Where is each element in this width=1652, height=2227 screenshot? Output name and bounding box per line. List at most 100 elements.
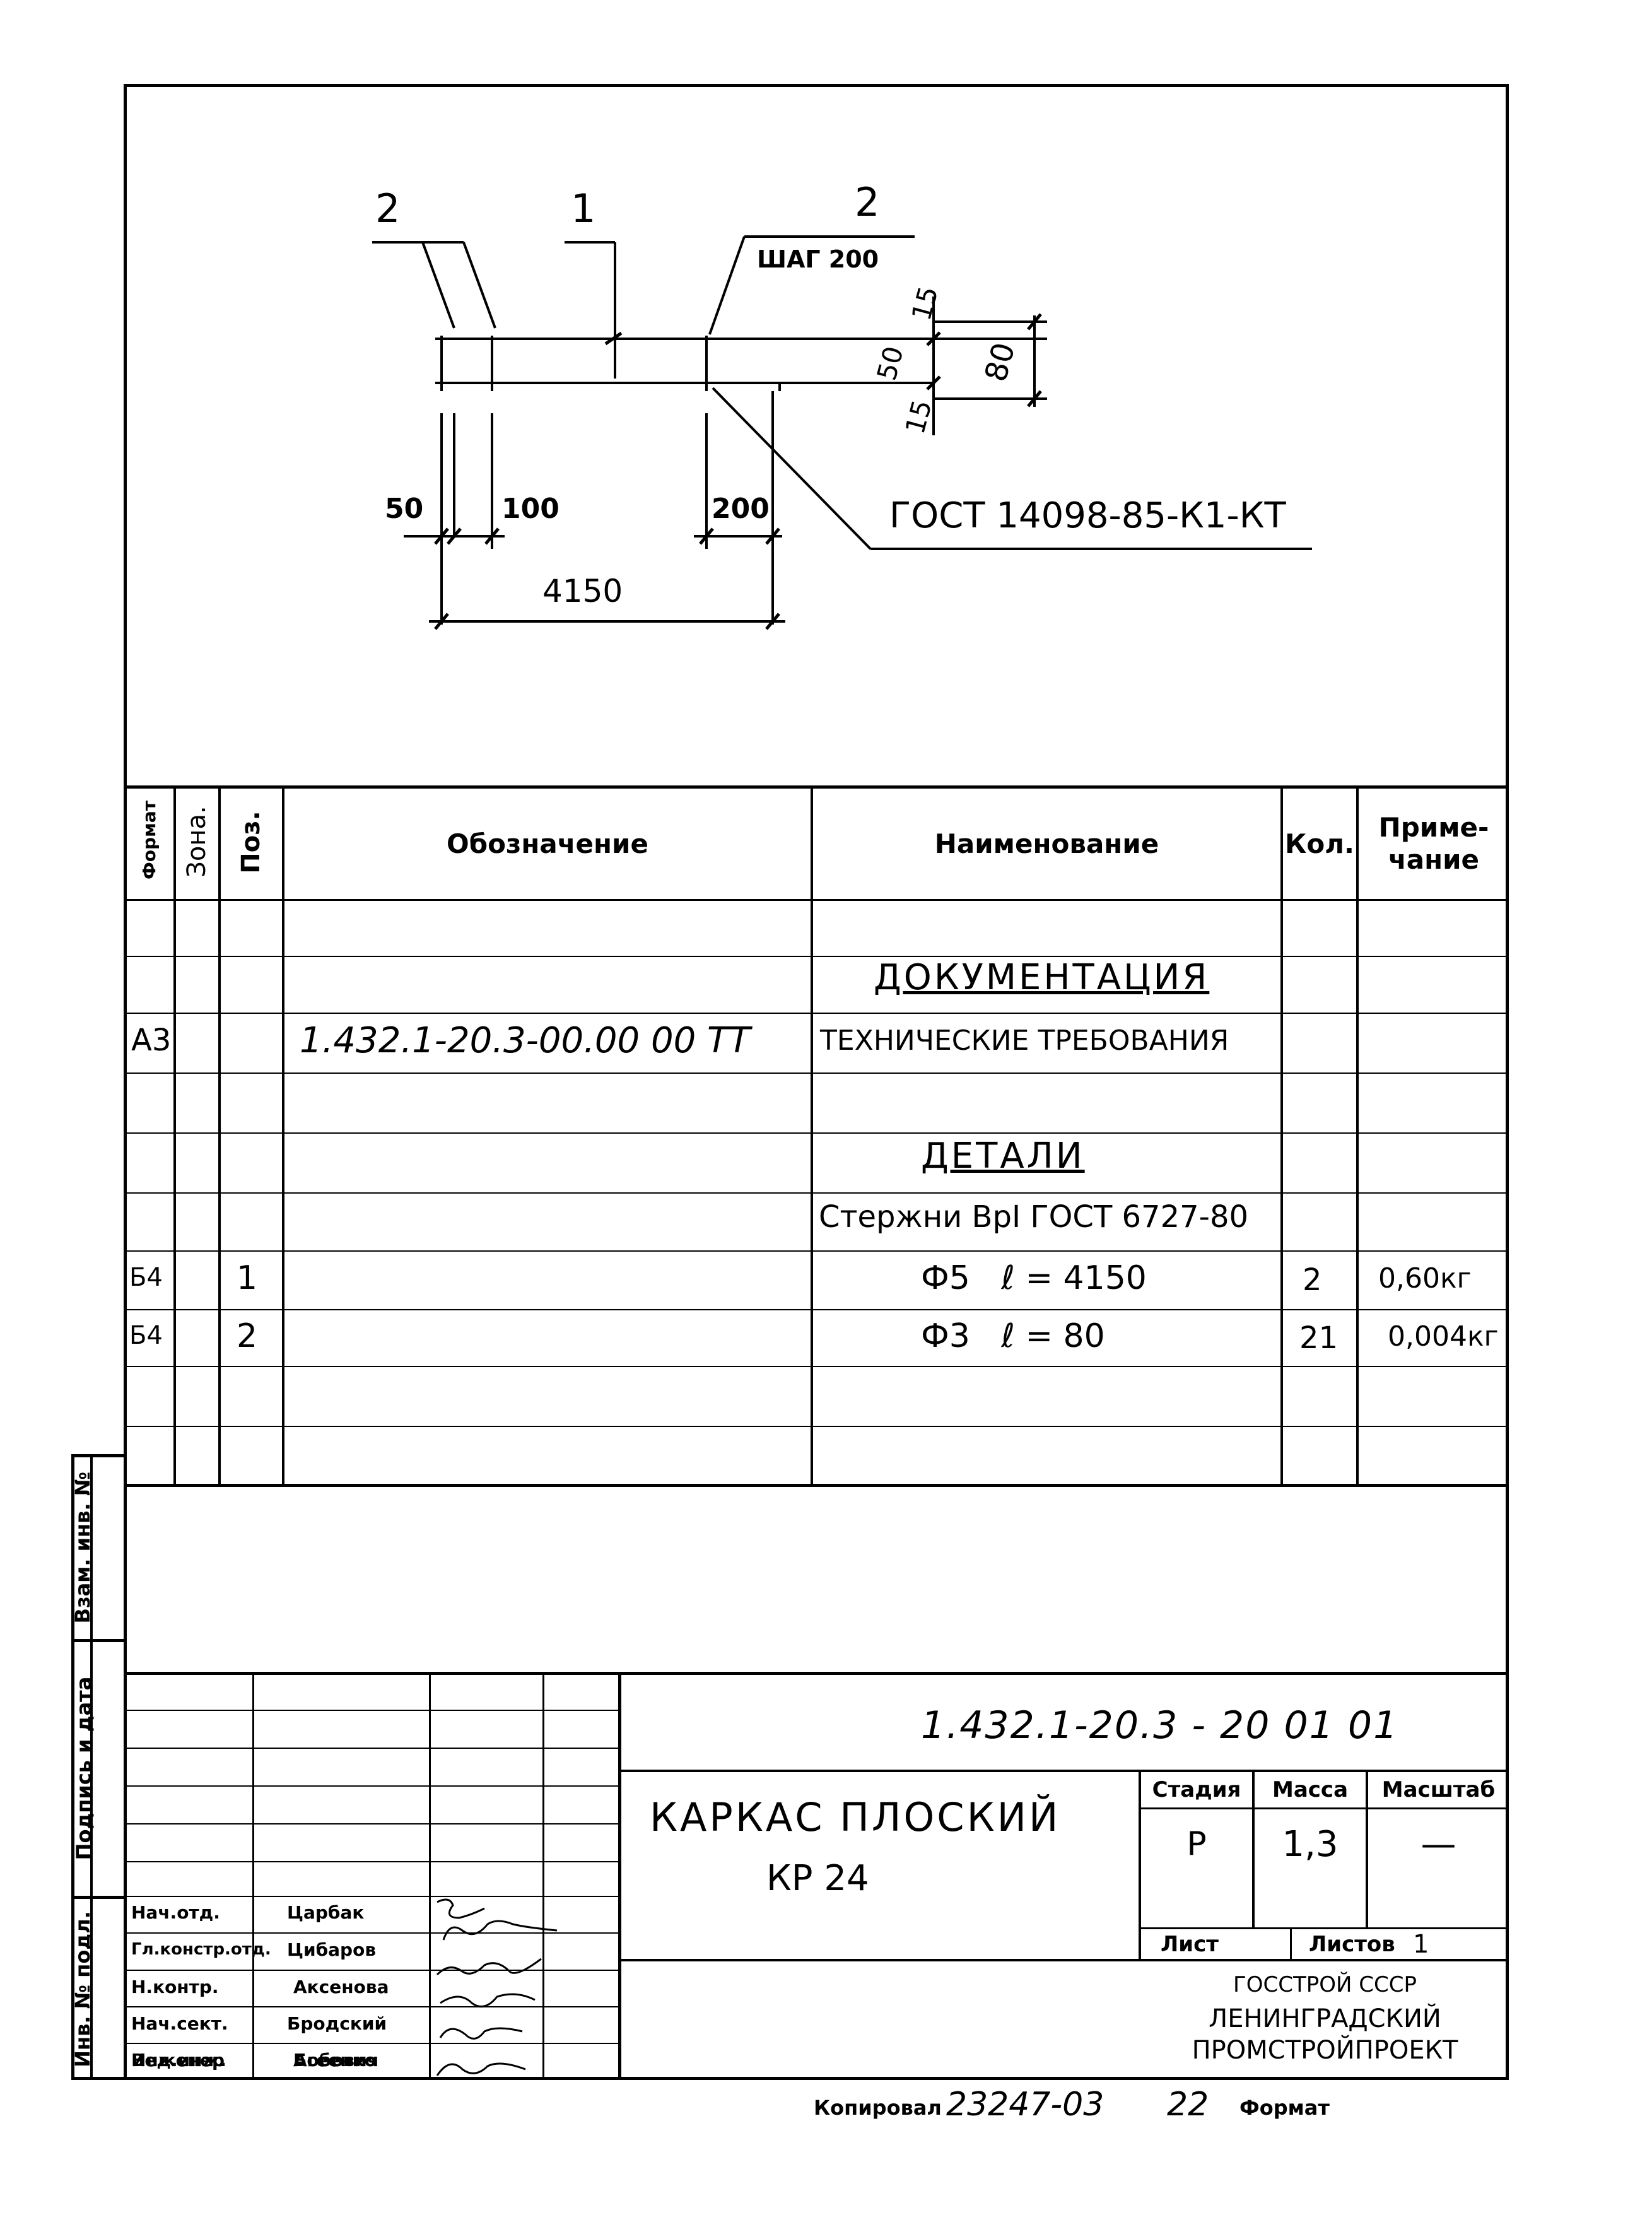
spec-row-line — [124, 1309, 1509, 1310]
mass-value: 1,3 — [1282, 1823, 1339, 1865]
header-note: Приме-чание — [1359, 789, 1509, 899]
sig-row-line — [124, 2006, 618, 2007]
spec-row-line — [124, 1192, 1509, 1194]
title-line — [1252, 1770, 1255, 1927]
doc-number: 1.432.1-20.3 - 20 01 01 — [921, 1703, 1399, 1748]
sheets-value: 1 — [1413, 1930, 1429, 1959]
title-line-2: КР 24 — [766, 1858, 869, 1899]
header-pos: Поз. — [237, 811, 266, 874]
sig-name: Бобович — [293, 2050, 379, 2071]
sig-row-line — [124, 1896, 618, 1897]
mass-label: Масса — [1272, 1777, 1349, 1802]
title-divider — [618, 1672, 621, 2080]
sig-role: Нач.сект. — [131, 2013, 228, 2034]
row-note: 0,004кг — [1388, 1320, 1499, 1353]
sig-row-line — [124, 1861, 618, 1862]
signatures-handwritten — [436, 1898, 558, 2076]
spec-top-line — [124, 785, 1509, 789]
sig-col-line — [542, 1672, 544, 2080]
dim-4150: 4150 — [542, 573, 623, 609]
sig-row-last: Инженер Бобович — [124, 2043, 618, 2080]
title-line — [1139, 1959, 1509, 1961]
pos-label-middle: 1 — [571, 185, 596, 232]
sig-name: Цибаров — [287, 1939, 377, 1960]
header-designation: Обозначение — [447, 828, 648, 859]
sig-name: Аксенова — [293, 1977, 389, 1997]
side-stamp-line — [71, 1639, 127, 1642]
org-line-2: ЛЕНИНГРАДСКИЙ — [1209, 2004, 1441, 2033]
row-format: Б4 — [129, 1321, 163, 1350]
sheet-label: Лист — [1161, 1932, 1219, 1957]
org-line-3: ПРОМСТРОЙПРОЕКТ — [1192, 2035, 1458, 2065]
dim-80: 80 — [978, 339, 1022, 385]
sig-name: Царбак — [287, 1902, 365, 1923]
row-pos: 2 — [237, 1317, 258, 1355]
spec-col-line — [811, 785, 813, 1486]
sig-role: Н.контр. — [131, 1977, 219, 1997]
step-note: ШАГ 200 — [757, 245, 879, 273]
sig-row-line — [124, 1785, 618, 1787]
sig-row-line — [124, 1932, 618, 1934]
row-name: Ф5 ℓ = 4150 — [921, 1259, 1147, 1297]
row-format: А3 — [131, 1023, 172, 1058]
row-designation: 1.432.1-20.3-00.00 00 ТТ — [300, 1020, 751, 1061]
side-stamp-divider — [90, 1454, 93, 2080]
org-line-1: ГОССТРОЙ СССР — [1233, 1971, 1417, 1997]
title-line — [1366, 1770, 1368, 1927]
row-qty: 21 — [1299, 1320, 1339, 1356]
stage-value: Р — [1186, 1825, 1207, 1863]
spec-row-line — [124, 1132, 1509, 1134]
spec-col-line — [218, 785, 221, 1486]
spec-row-line — [124, 1072, 1509, 1074]
sig-row-line — [124, 1970, 618, 1971]
spec-col-line — [282, 785, 284, 1486]
sig-row-line — [124, 1823, 618, 1824]
row-format: Б4 — [129, 1263, 163, 1292]
side-stamp-line — [71, 1896, 127, 1899]
title-line — [618, 1770, 1509, 1772]
scale-value: — — [1421, 1823, 1456, 1865]
dim-200: 200 — [712, 493, 770, 525]
spec-row-line — [124, 1013, 1509, 1014]
row-qty: 2 — [1303, 1262, 1322, 1298]
title-line — [1290, 1927, 1292, 1959]
scale-label: Масштаб — [1381, 1777, 1496, 1802]
title-line-1: КАРКАС ПЛОСКИЙ — [650, 1794, 1061, 1840]
title-top-line — [124, 1672, 1509, 1675]
reinforcement-drawing — [372, 235, 1312, 630]
spec-row-line — [124, 956, 1509, 957]
dim-50: 50 — [385, 493, 424, 525]
title-line — [618, 1959, 1509, 1961]
spec-bottom-line — [124, 1484, 1509, 1487]
section-documentation: ДОКУМЕНТАЦИЯ — [874, 957, 1210, 998]
header-name: Наименование — [934, 828, 1159, 859]
header-note-text: Приме-чание — [1378, 812, 1489, 875]
vzam-inv-label: Взам. инв. № — [71, 1471, 95, 1624]
spec-col-line — [1280, 785, 1283, 1486]
copied-number: 23247-03 — [946, 2086, 1104, 2124]
spec-col-line — [173, 785, 176, 1486]
sig-row-line — [124, 2043, 618, 2044]
spec-header-line — [124, 899, 1509, 901]
header-format: Формат — [139, 800, 160, 879]
sig-role: Инженер — [131, 2050, 225, 2071]
row-pos: 1 — [237, 1259, 258, 1297]
row-name: Ф3 ℓ = 80 — [921, 1317, 1105, 1355]
row-note: 0,60кг — [1378, 1262, 1472, 1295]
copied-sheet: 22 — [1167, 2086, 1209, 2124]
header-qty: Кол. — [1285, 828, 1354, 859]
sig-col-line — [429, 1672, 431, 2080]
header-zone: Зона. — [182, 806, 211, 878]
dim-100: 100 — [501, 493, 559, 525]
title-line — [1139, 1807, 1509, 1809]
row-name: ТЕХНИЧЕСКИЕ ТРЕБОВАНИЯ — [820, 1025, 1229, 1057]
row-name: Стержни ВрI ГОСТ 6727-80 — [819, 1199, 1249, 1235]
copied-label: Копировал — [814, 2096, 942, 2120]
sig-row-line — [124, 1710, 618, 1711]
spec-row-line — [124, 1250, 1509, 1252]
podpis-data-label: Подпись и дата — [72, 1676, 96, 1860]
sig-name: Бродский — [287, 2013, 387, 2034]
inv-podl-label: Инв. № подл. — [71, 1911, 95, 2067]
sig-row-line — [124, 1748, 618, 1749]
sheets-label: Листов — [1309, 1932, 1395, 1957]
